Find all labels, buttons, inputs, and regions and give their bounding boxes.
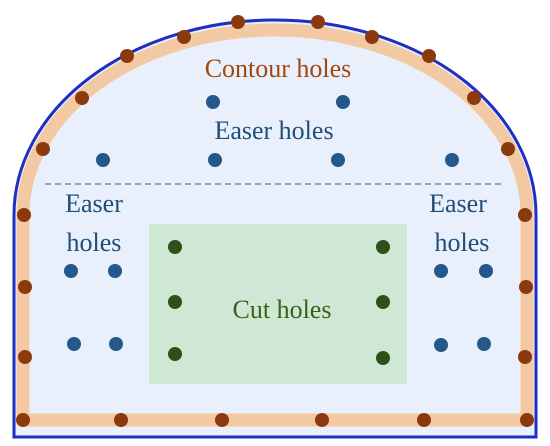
easer-holes <box>64 95 493 352</box>
contour-hole <box>120 49 134 63</box>
cut-hole <box>376 351 390 365</box>
easer-left-label-line1: Easer <box>65 189 123 218</box>
contour-hole <box>520 413 534 427</box>
easer-hole <box>434 338 448 352</box>
cut-holes <box>168 240 390 365</box>
contour-hole <box>36 142 50 156</box>
easer-hole <box>479 264 493 278</box>
cut-hole <box>376 240 390 254</box>
contour-holes <box>16 15 534 427</box>
cut-hole <box>168 347 182 361</box>
cut-hole <box>376 295 390 309</box>
contour-hole <box>215 413 229 427</box>
cut-hole <box>168 240 182 254</box>
contour-band <box>16 23 534 427</box>
cut-holes-label: Cut holes <box>233 295 332 324</box>
contour-hole <box>17 208 31 222</box>
easer-hole <box>434 264 448 278</box>
contour-hole <box>311 15 325 29</box>
contour-hole <box>18 280 32 294</box>
cut-zone <box>149 224 407 384</box>
easer-hole <box>208 153 222 167</box>
contour-hole <box>315 413 329 427</box>
contour-hole <box>75 91 89 105</box>
easer-right-label-line2: holes <box>435 228 490 257</box>
contour-hole <box>417 413 431 427</box>
contour-hole <box>114 413 128 427</box>
contour-holes-label: Contour holes <box>205 54 352 83</box>
easer-hole <box>336 95 350 109</box>
easer-holes-top-label: Easer holes <box>214 116 333 145</box>
contour-hole <box>177 30 191 44</box>
easer-hole <box>109 337 123 351</box>
contour-hole <box>501 142 515 156</box>
contour-hole <box>16 413 30 427</box>
contour-hole <box>518 208 532 222</box>
contour-hole <box>18 350 32 364</box>
easer-right-label-line1: Easer <box>429 189 487 218</box>
easer-hole <box>67 337 81 351</box>
contour-hole <box>467 91 481 105</box>
easer-hole <box>96 153 110 167</box>
contour-hole <box>231 15 245 29</box>
contour-hole <box>422 49 436 63</box>
contour-hole <box>365 30 379 44</box>
cut-hole <box>168 295 182 309</box>
easer-hole <box>477 337 491 351</box>
easer-hole <box>331 153 345 167</box>
easer-hole <box>108 264 122 278</box>
easer-left-label-line2: holes <box>67 228 122 257</box>
contour-hole <box>519 280 533 294</box>
easer-hole <box>64 264 78 278</box>
easer-hole <box>445 153 459 167</box>
contour-hole <box>518 350 532 364</box>
easer-hole <box>206 95 220 109</box>
